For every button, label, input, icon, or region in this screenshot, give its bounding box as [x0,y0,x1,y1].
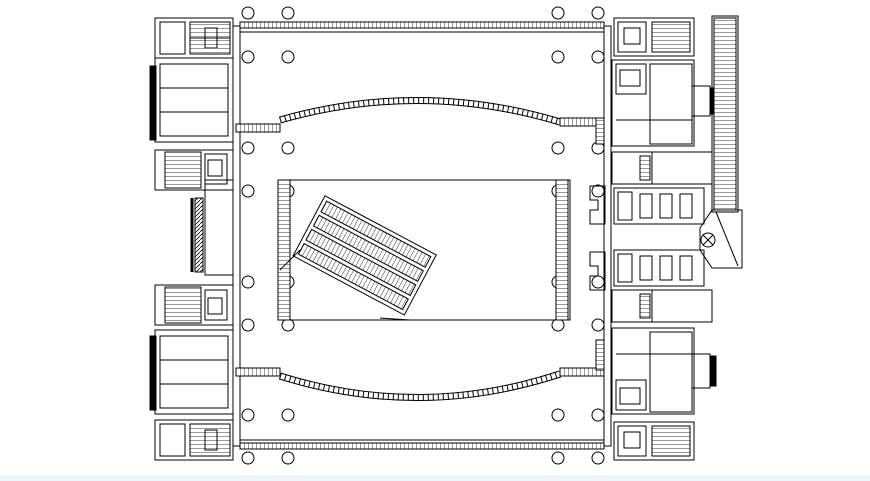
right-lower-turnstiles [589,249,705,291]
central-atrium [277,179,571,321]
bottom-edge-bar [239,439,605,450]
escalator-landing [699,209,743,269]
right-upper-turnstiles [589,185,705,225]
left-bottom-stair-block [154,419,234,461]
upper-seating-arc [235,97,605,145]
right-top-stair-block [613,17,695,57]
escalator-bank [292,195,437,316]
right-upper-service-block [611,59,717,147]
left-upper-gate-block [149,57,234,143]
left-lower-gate-block [149,329,234,415]
escalator-guide-line [279,249,301,271]
long-escalator [711,15,739,213]
left-lower-stair [154,284,234,326]
right-upper-corridor [611,151,713,185]
footer-band [0,475,870,481]
right-lower-corridor [611,289,713,323]
right-bottom-stair-block [613,421,695,461]
top-edge-bar [239,21,605,33]
left-top-stair-block [154,17,234,59]
lower-seating-arc [235,339,605,401]
left-upper-stair [154,149,234,191]
right-lower-service-block [611,327,717,415]
left-entrance-wall [190,179,233,276]
